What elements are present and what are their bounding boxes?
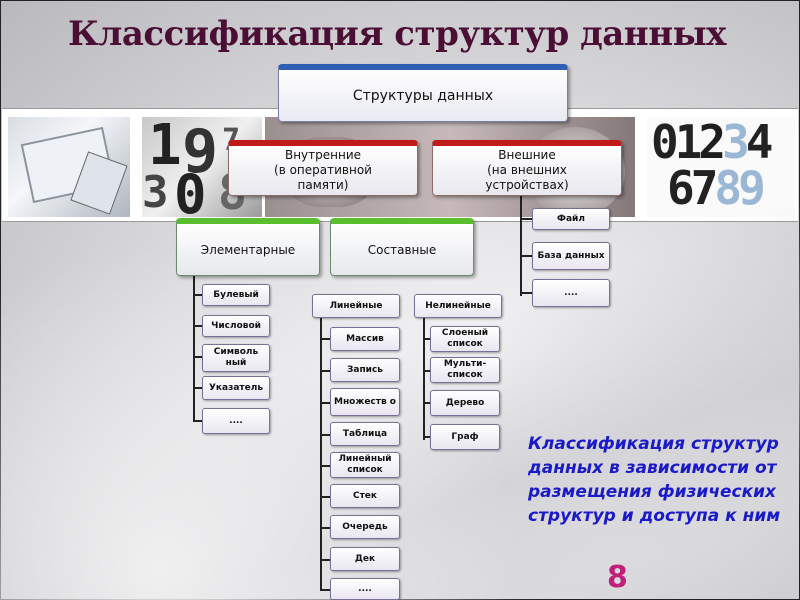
nonlinear-item-multilist: Мульти-список: [430, 357, 500, 383]
connector: [520, 218, 532, 220]
elementary-item-more: ....: [202, 408, 270, 434]
internal-node-line: Внутренние: [284, 148, 362, 162]
connector: [193, 356, 203, 358]
linear-item-queue: Очередь: [330, 515, 400, 539]
connector-nonlinear: [423, 318, 425, 440]
linear-item-linear-list: Линейный список: [330, 452, 400, 478]
nonlinear-item-layered-list: Слоеный список: [430, 326, 500, 352]
linear-node: Линейные: [312, 294, 400, 318]
elementary-item-boolean: Булевый: [202, 284, 270, 306]
connector: [193, 420, 203, 422]
connector: [423, 402, 431, 404]
connector: [320, 589, 330, 591]
external-item-database: База данных: [532, 242, 610, 270]
connector: [423, 338, 431, 340]
linear-item-record: Запись: [330, 358, 400, 382]
root-node-label: Структуры данных: [352, 87, 494, 104]
linear-item-stack: Стек: [330, 484, 400, 508]
connector-external: [520, 196, 522, 296]
linear-item-table: Таблица: [330, 422, 400, 446]
elementary-node-label: Элементарные: [200, 242, 296, 257]
linear-item-array: Массив: [330, 327, 400, 351]
nonlinear-node: Нелинейные: [414, 294, 502, 318]
elementary-item-pointer: Указатель: [202, 376, 270, 400]
connector: [320, 434, 330, 436]
elementary-item-symbolic: Символь ный: [202, 344, 270, 372]
page-number: 8: [607, 560, 628, 595]
external-node-line: Внешние: [498, 148, 556, 162]
connector: [520, 255, 532, 257]
compound-node-label: Составные: [367, 242, 437, 257]
connector: [320, 527, 330, 529]
tablet-photo: [8, 117, 130, 217]
elementary-node: Элементарные: [176, 218, 320, 276]
connector-linear: [320, 318, 322, 590]
nonlinear-item-graph: Граф: [430, 424, 500, 450]
connector: [320, 370, 330, 372]
connector: [423, 436, 431, 438]
connector: [320, 559, 330, 561]
connector-elementary: [193, 276, 195, 422]
connector: [320, 496, 330, 498]
root-node: Структуры данных: [278, 64, 568, 122]
internal-node-line: памяти): [297, 178, 349, 192]
internal-node-line: (в оперативной: [274, 163, 372, 177]
external-node-line: (на внешних: [487, 163, 567, 177]
compound-node: Составные: [330, 218, 474, 276]
external-node-line: устройствах): [485, 178, 569, 192]
connector: [320, 402, 330, 404]
connector: [193, 325, 203, 327]
digits-photo-right: 01234 6789: [647, 117, 795, 217]
external-node: Внешние (на внешних устройствах): [432, 140, 622, 196]
external-item-more: ....: [532, 279, 610, 307]
slide-title: Классификация структур данных: [68, 14, 726, 54]
connector: [320, 465, 330, 467]
connector: [520, 292, 532, 294]
slide-caption: Классификация структур данных в зависимо…: [528, 434, 781, 526]
linear-item-more: ....: [330, 578, 400, 600]
connector: [193, 294, 203, 296]
connector: [320, 338, 330, 340]
linear-item-deque: Дек: [330, 547, 400, 571]
elementary-item-numeric: Числовой: [202, 315, 270, 337]
nonlinear-item-tree: Дерево: [430, 390, 500, 416]
internal-node: Внутренние (в оперативной памяти): [228, 140, 418, 196]
connector: [423, 370, 431, 372]
external-item-file: Файл: [532, 208, 610, 230]
connector: [193, 387, 203, 389]
linear-item-set: Множеств о: [330, 388, 400, 416]
